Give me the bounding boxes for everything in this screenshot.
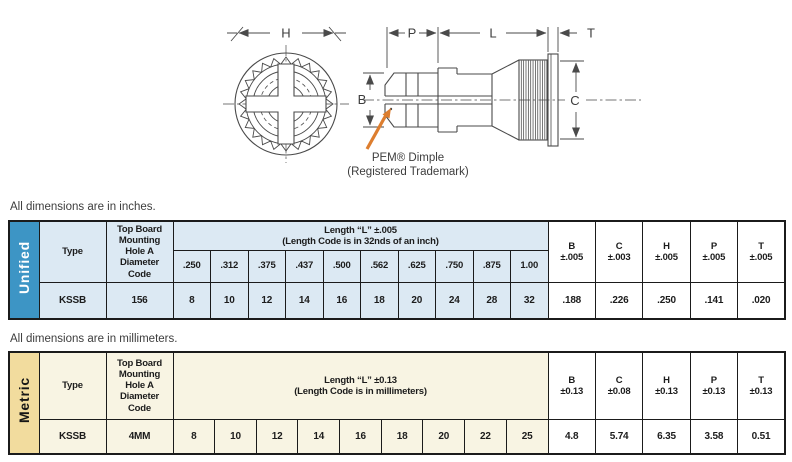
unified-p-header: P±.005	[689, 220, 739, 283]
dimple-arrow-icon	[365, 114, 388, 150]
unified-hole-code-cell: 156	[105, 281, 174, 320]
metric-length-code-cell: 25	[505, 418, 549, 455]
unified-length-col: 1.00	[510, 249, 549, 283]
knurl-lines	[520, 60, 546, 140]
unified-band-label: Unified	[16, 240, 33, 295]
plt-dimensions: P L T	[386, 26, 595, 68]
note-inches: All dimensions are in inches.	[10, 201, 156, 213]
dim-label-b: B	[358, 92, 367, 107]
metric-band-label: Metric	[16, 377, 33, 424]
callout-line2: (Registered Trademark)	[347, 166, 469, 178]
metric-p-header: P±0.13	[689, 351, 739, 420]
metric-length-code-cell: 22	[464, 418, 507, 455]
unified-c-header: C±.003	[594, 220, 644, 283]
metric-type-header: Type	[38, 351, 107, 420]
dim-label-l: L	[489, 26, 496, 41]
metric-h-header: H±0.13	[642, 351, 691, 420]
c-dimension: C	[560, 60, 584, 140]
metric-hole-code-cell: 4MM	[105, 418, 174, 455]
unified-length-code-cell: 8	[172, 281, 211, 320]
unified-length-col: .562	[360, 249, 399, 283]
unified-b-cell: .188	[547, 281, 596, 320]
callout-line1: PEM® Dimple	[372, 152, 444, 164]
dim-label-p: P	[408, 26, 417, 41]
b-dimension: B	[358, 72, 384, 128]
metric-length-header: Length “L” ±0.13 (Length Code is in mill…	[172, 351, 549, 420]
metric-p-cell: 3.58	[689, 418, 739, 455]
unified-p-cell: .141	[689, 281, 739, 320]
unified-length-code-cell: 10	[210, 281, 249, 320]
unified-c-cell: .226	[594, 281, 644, 320]
head-flange	[547, 53, 559, 147]
unified-length-col: .250	[172, 249, 211, 283]
metric-band: Metric	[8, 351, 40, 455]
metric-c-cell: 5.74	[594, 418, 644, 455]
metric-length-code-cell: 14	[297, 418, 341, 455]
unified-length-header: Length “L” ±.005 (Length Code is in 32nd…	[172, 220, 549, 251]
unified-length-code-cell: 24	[435, 281, 474, 320]
metric-t-header: T±0.13	[737, 351, 786, 420]
unified-length-code-cell: 20	[397, 281, 436, 320]
metric-b-header: B±0.13	[547, 351, 596, 420]
metric-length-code-cell: 12	[255, 418, 299, 455]
unified-length-col: .500	[322, 249, 361, 283]
unified-length-code-cell: 18	[360, 281, 399, 320]
unified-length-col: .750	[435, 249, 474, 283]
metric-length-code-cell: 18	[380, 418, 424, 455]
unified-length-code-cell: 14	[285, 281, 324, 320]
metric-length-title: Length “L” ±0.13	[324, 374, 397, 386]
metric-length-code-cell: 8	[172, 418, 216, 455]
side-view	[363, 53, 641, 147]
pem-dimple-callout: PEM® Dimple (Registered Trademark)	[347, 108, 469, 178]
shank	[457, 59, 520, 141]
metric-c-header: C±0.08	[594, 351, 644, 420]
note-millimeters: All dimensions are in millimeters.	[10, 333, 178, 345]
pilot-top	[384, 72, 438, 96]
metric-length-code-cell: 10	[214, 418, 257, 455]
cross-slot	[245, 63, 327, 145]
unified-h-header: H±.005	[642, 220, 691, 283]
dim-label-h: H	[281, 26, 290, 41]
unified-t-header: T±.005	[737, 220, 786, 283]
front-view	[223, 45, 349, 163]
unified-length-subtitle: (Length Code is in 32nds of an inch)	[282, 235, 439, 247]
unified-b-header: B±.005	[547, 220, 596, 283]
unified-length-code-cell: 12	[247, 281, 286, 320]
unified-length-title: Length “L” ±.005	[324, 224, 397, 236]
unified-length-col: .875	[472, 249, 511, 283]
metric-length-code-cell: 20	[422, 418, 466, 455]
metric-type-cell: KSSB	[38, 418, 107, 455]
metric-length-code-cell: 16	[339, 418, 382, 455]
unified-table: Unified Type Top Board Mounting Hole A D…	[8, 220, 786, 320]
unified-length-code-cell: 16	[322, 281, 361, 320]
metric-length-subtitle: (Length Code is in millimeters)	[294, 385, 427, 397]
metric-t-cell: 0.51	[737, 418, 786, 455]
unified-length-col: .312	[210, 249, 249, 283]
unified-type-cell: KSSB	[38, 281, 107, 320]
unified-h-cell: .250	[642, 281, 691, 320]
unified-length-col: .375	[247, 249, 286, 283]
unified-length-code-cell: 28	[472, 281, 511, 320]
metric-b-cell: 4.8	[547, 418, 596, 455]
unified-length-col: .437	[285, 249, 324, 283]
unified-hole-code-header: Top Board Mounting Hole A Diameter Code	[105, 220, 174, 283]
collar	[437, 67, 458, 133]
metric-hole-code-header: Top Board Mounting Hole A Diameter Code	[105, 351, 174, 420]
knurl-teeth-ring	[238, 56, 334, 152]
metric-table: Metric Type Top Board Mounting Hole A Di…	[8, 351, 786, 455]
unified-length-col: .625	[397, 249, 436, 283]
knurl-barrel	[518, 59, 548, 141]
technical-drawing: H P L T B	[223, 26, 641, 178]
dimple-arrowhead-icon	[382, 108, 391, 119]
metric-h-cell: 6.35	[642, 418, 691, 455]
unified-t-cell: .020	[737, 281, 786, 320]
unified-length-code-cell: 32	[510, 281, 549, 320]
unified-band: Unified	[8, 220, 40, 320]
dim-label-t: T	[587, 26, 595, 41]
dim-label-c: C	[570, 93, 579, 108]
outer-circle	[234, 52, 338, 156]
h-dimension: H	[227, 26, 346, 42]
pilot-bottom	[384, 104, 438, 128]
unified-type-header: Type	[38, 220, 107, 283]
